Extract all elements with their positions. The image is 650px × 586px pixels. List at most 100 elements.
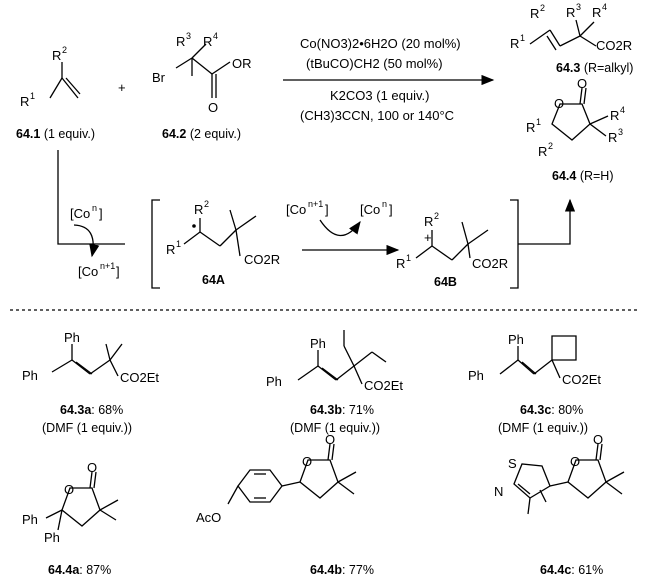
svg-text:CO2Et: CO2Et [562, 372, 601, 387]
main-reaction-arrow: Co(NO3)2•6H2O (20 mol%) (tBuCO)CH2 (50 m… [283, 36, 495, 123]
svg-text:R: R [396, 256, 405, 271]
svg-text:(CH3)3CCN, 100 or 140°C: (CH3)3CCN, 100 or 140°C [300, 108, 454, 123]
svg-text:64.3c: 80%: 64.3c: 80% [520, 403, 583, 417]
svg-text:4: 4 [620, 105, 625, 115]
svg-text:64.4b: 77%: 64.4b: 77% [310, 563, 374, 577]
example-64-3b: Ph Ph CO2Et 64.3b: 71% (DMF (1 equiv.)) [266, 330, 403, 435]
svg-text:Ph: Ph [266, 374, 282, 389]
svg-text:CO2R: CO2R [596, 38, 632, 53]
svg-text:O: O [302, 454, 312, 469]
svg-text:R: R [592, 5, 601, 20]
svg-text:]: ] [116, 264, 120, 279]
svg-text:R: R [538, 144, 547, 159]
svg-text:64.4a: 87%: 64.4a: 87% [48, 563, 111, 577]
example-64-4c: O O S N 64.4c: 61% [494, 432, 625, 577]
svg-text:R: R [610, 108, 619, 123]
svg-text:1: 1 [30, 91, 35, 101]
svg-text:Co(NO3)2•6H2O (20 mol%): Co(NO3)2•6H2O (20 mol%) [300, 36, 461, 51]
svg-text:Br: Br [152, 70, 166, 85]
svg-text:64.4 (R=H): 64.4 (R=H) [552, 169, 614, 183]
svg-text:R: R [203, 34, 212, 49]
svg-text:R: R [566, 5, 575, 20]
example-64-4a: O O Ph Ph 64.4a: 87% [22, 460, 119, 577]
svg-text:[Co: [Co [360, 202, 380, 217]
svg-text:O: O [87, 460, 97, 475]
svg-text:64A: 64A [202, 273, 225, 287]
plus-sign: + [118, 80, 126, 95]
svg-text:R: R [530, 6, 539, 21]
svg-text:1: 1 [536, 117, 541, 127]
svg-text:O: O [570, 454, 580, 469]
svg-text:R: R [510, 36, 519, 51]
svg-text:CO2Et: CO2Et [364, 378, 403, 393]
svg-text:64.3 (R=alkyl): 64.3 (R=alkyl) [556, 61, 633, 75]
svg-text:Ph: Ph [22, 512, 38, 527]
svg-text:R: R [166, 242, 175, 257]
svg-text:O: O [554, 96, 564, 111]
svg-text:64.2 (2 equiv.): 64.2 (2 equiv.) [162, 127, 241, 141]
svg-text:n+1: n+1 [308, 199, 323, 209]
svg-text:O: O [325, 432, 335, 447]
svg-text:R: R [194, 202, 203, 217]
svg-text:2: 2 [548, 141, 553, 151]
example-64-3a: Ph Ph CO2Et 64.3a: 68% (DMF (1 equiv.)) [22, 330, 159, 435]
svg-text:1: 1 [176, 239, 181, 249]
example-64-4b: O O AcO 64.4b: 77% [196, 432, 374, 577]
svg-text:2: 2 [434, 211, 439, 221]
svg-text:K2CO3 (1 equiv.): K2CO3 (1 equiv.) [330, 88, 429, 103]
svg-text:R: R [424, 214, 433, 229]
svg-text:(DMF (1 equiv.)): (DMF (1 equiv.)) [498, 421, 588, 435]
svg-text:CO2R: CO2R [244, 252, 280, 267]
svg-text:(tBuCO)CH2 (50 mol%): (tBuCO)CH2 (50 mol%) [306, 56, 443, 71]
svg-text:O: O [208, 100, 218, 115]
svg-text:64.3b: 71%: 64.3b: 71% [310, 403, 374, 417]
svg-text:64B: 64B [434, 275, 457, 289]
svg-text:64.3a: 68%: 64.3a: 68% [60, 403, 123, 417]
svg-text:Ph: Ph [508, 332, 524, 347]
svg-text:n: n [382, 199, 387, 209]
svg-text:O: O [64, 482, 74, 497]
svg-text:Ph: Ph [44, 530, 60, 545]
intermediate-bracket [151, 198, 576, 289]
svg-text:4: 4 [602, 2, 607, 12]
svg-text:[Co: [Co [286, 202, 306, 217]
svg-text:R: R [176, 34, 185, 49]
svg-text:(DMF (1 equiv.)): (DMF (1 equiv.)) [290, 421, 380, 435]
svg-text:]: ] [99, 206, 103, 221]
svg-text:AcO: AcO [196, 510, 221, 525]
svg-text:Ph: Ph [468, 368, 484, 383]
svg-text:1: 1 [520, 33, 525, 43]
svg-text:3: 3 [618, 127, 623, 137]
svg-text:3: 3 [576, 2, 581, 12]
svg-text:[Co: [Co [78, 264, 98, 279]
svg-text:CO2R: CO2R [472, 256, 508, 271]
svg-text:4: 4 [213, 31, 218, 41]
svg-text:n: n [92, 203, 97, 213]
svg-text:O: O [593, 432, 603, 447]
svg-text:N: N [494, 484, 503, 499]
svg-text:Ph: Ph [64, 330, 80, 345]
example-64-3c: Ph Ph CO2Et 64.3c: 80% (DMF (1 equiv.)) [468, 332, 601, 435]
svg-text:1: 1 [406, 253, 411, 263]
svg-text:S: S [508, 456, 517, 471]
svg-text:2: 2 [62, 45, 67, 55]
svg-text:(DMF (1 equiv.)): (DMF (1 equiv.)) [42, 421, 132, 435]
svg-text:2: 2 [204, 199, 209, 209]
svg-text:OR: OR [232, 56, 252, 71]
svg-text:Ph: Ph [310, 336, 326, 351]
svg-text:]: ] [325, 202, 329, 217]
svg-text:2: 2 [540, 3, 545, 13]
svg-text:64.4c: 61%: 64.4c: 61% [540, 563, 603, 577]
svg-text:]: ] [389, 202, 393, 217]
svg-text:+: + [424, 230, 432, 245]
svg-text:Ph: Ph [22, 368, 38, 383]
svg-text:O: O [577, 76, 587, 91]
svg-text:n+1: n+1 [100, 261, 115, 271]
